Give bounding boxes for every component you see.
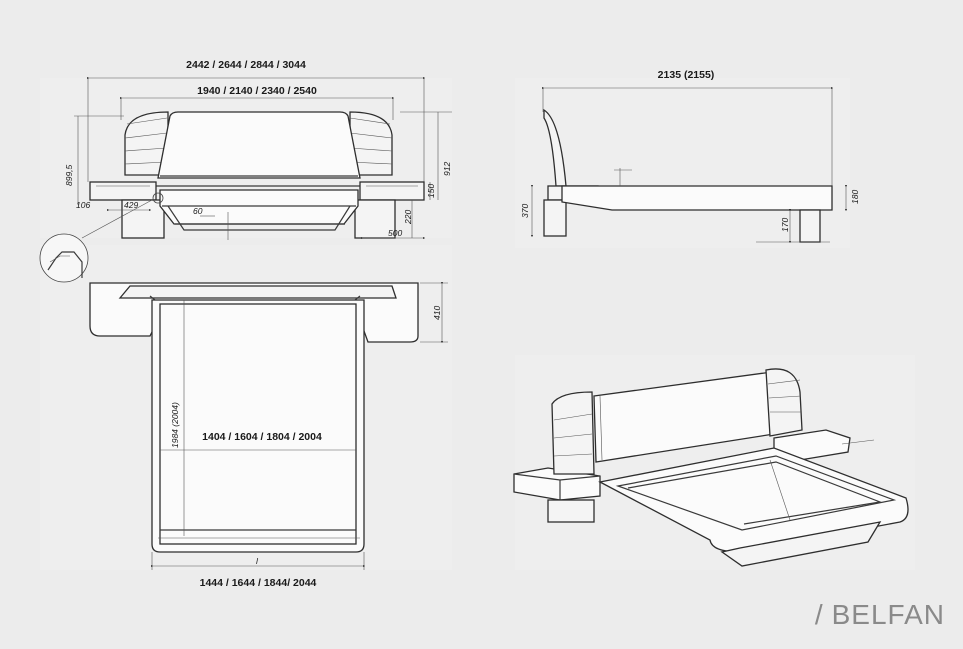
front-view xyxy=(39,76,452,283)
dim-outer-width: 1444 / 1644 / 1844/ 2044 xyxy=(200,577,317,589)
nightstand-left xyxy=(89,181,157,201)
dim-l: l xyxy=(256,556,259,566)
brand-name: BELFAN xyxy=(831,599,945,630)
side-view-panel xyxy=(515,78,850,248)
detail-callout xyxy=(39,233,89,283)
dim-height-right: 912 xyxy=(442,162,452,176)
brand-logo: /BELFAN xyxy=(815,599,945,631)
dim-plan-depth: 410 xyxy=(432,306,442,320)
headboard-left-wing xyxy=(124,111,169,176)
dim-length: 2135 (2155) xyxy=(658,69,715,81)
dim-height-left: 899,5 xyxy=(64,164,74,186)
side-view xyxy=(530,86,848,244)
dim-side-offset: 429 xyxy=(124,200,138,210)
headboard-center xyxy=(157,111,361,179)
persp-bed-frame xyxy=(598,447,909,553)
persp-headboard-left xyxy=(551,391,595,475)
persp-headboard-right xyxy=(765,368,803,437)
dim-nightstand-height: 150 xyxy=(426,184,436,198)
dim-small-offset: 106 xyxy=(76,200,90,210)
dim-overall-width: 2442 / 2644 / 2844 / 3044 xyxy=(186,59,306,71)
dim-side-height: 370 xyxy=(520,204,530,218)
nightstand-right xyxy=(359,181,425,201)
brand-slash: / xyxy=(814,599,824,630)
dim-nightstand-depth: 500 xyxy=(388,228,402,238)
plan-view xyxy=(89,281,448,570)
dim-leg-height: 220 xyxy=(403,210,413,225)
dim-frame-height: 180 xyxy=(850,190,860,204)
dim-leg-side: 170 xyxy=(780,218,790,232)
persp-nightstand-left xyxy=(513,467,601,501)
perspective-view xyxy=(513,368,909,567)
dim-angle: 60 xyxy=(193,206,203,216)
dim-mattress-width: 1404 / 1604 / 1804 / 2004 xyxy=(202,431,322,443)
headboard-right-wing xyxy=(349,111,393,176)
dim-inner-length: 1984 (2004) xyxy=(170,402,180,448)
dim-headboard-width: 1940 / 2140 / 2340 / 2540 xyxy=(197,85,317,97)
